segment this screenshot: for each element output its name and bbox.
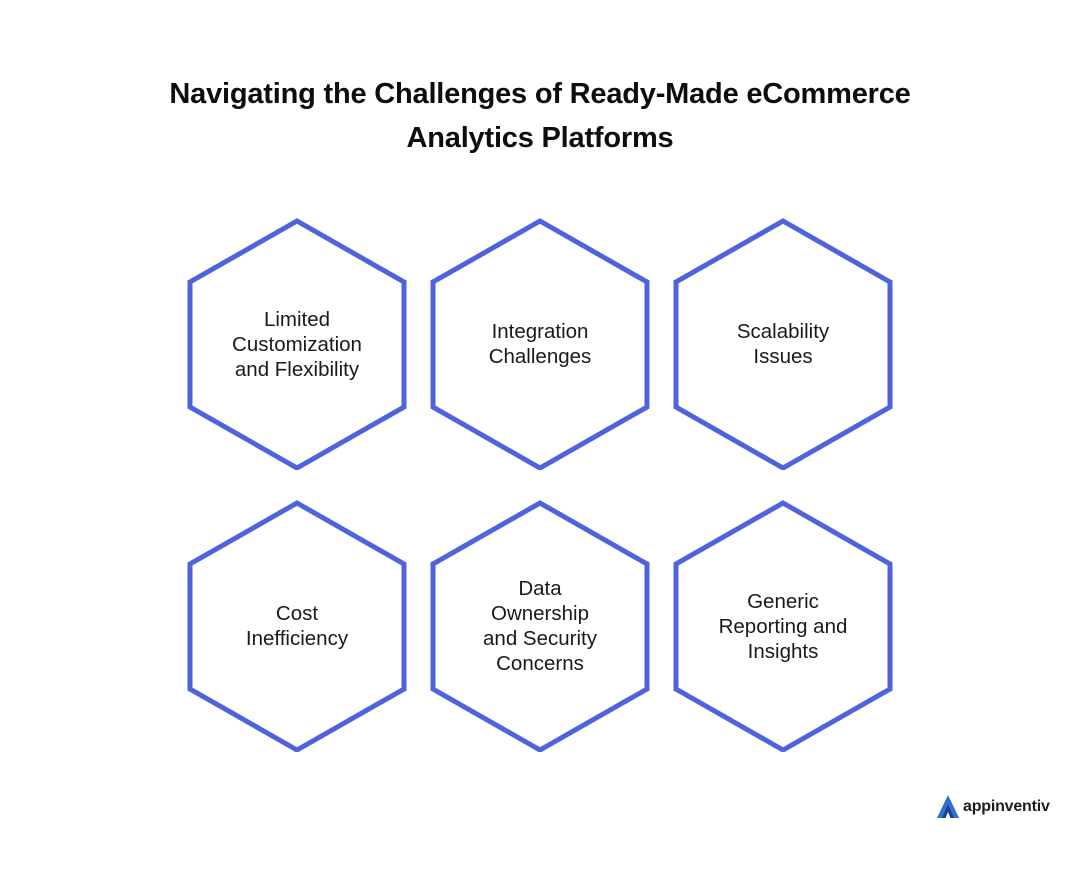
- appinventiv-logo-icon: [937, 795, 959, 818]
- hexagon-label: Integration Challenges: [488, 320, 592, 368]
- hexagon-outline: [673, 218, 893, 470]
- hexagon-outline: [187, 218, 407, 470]
- hexagon-label: Generic Reporting and Insights: [718, 589, 848, 663]
- hexagon-outline: [187, 500, 407, 752]
- hexagon-generic-reporting: Generic Reporting and Insights: [673, 500, 893, 752]
- hexagon-data-ownership: Data Ownership and Security Concerns: [430, 500, 650, 752]
- hexagon-label: Data Ownership and Security Concerns: [483, 577, 597, 675]
- page-title: Navigating the Challenges of Ready-Made …: [90, 72, 990, 160]
- hexagon-scalability-issues: Scalability Issues: [673, 218, 893, 470]
- hexagon-outline: [430, 500, 650, 752]
- hexagon-limited-customization: Limited Customization and Flexibility: [187, 218, 407, 470]
- title-line-1: Navigating the Challenges of Ready-Made …: [169, 78, 911, 110]
- hexagon-outline: [430, 218, 650, 470]
- hexagon-label: Scalability Issues: [736, 320, 830, 368]
- hexagon-cost-inefficiency: Cost Inefficiency: [187, 500, 407, 752]
- hexagon-integration-challenges: Integration Challenges: [430, 218, 650, 470]
- brand-name: appinventiv: [963, 798, 1050, 815]
- hexagon-label: Cost Inefficiency: [245, 602, 349, 650]
- hexagon-label: Limited Customization and Flexibility: [232, 307, 362, 381]
- title-line-2: Analytics Platforms: [406, 122, 674, 154]
- hexagon-outline: [673, 500, 893, 752]
- brand-logo: appinventiv: [936, 792, 1050, 822]
